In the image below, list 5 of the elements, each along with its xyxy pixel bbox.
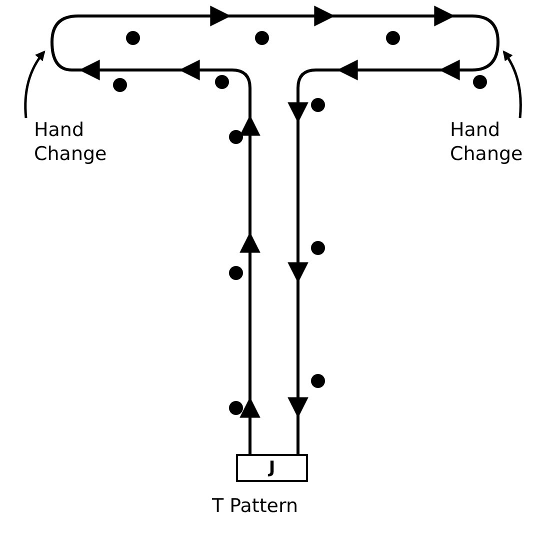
pattern-caption: T Pattern (212, 494, 298, 518)
marker-letter: J (268, 458, 276, 478)
hand-change-label: Hand Change (450, 118, 524, 166)
marker-box (236, 454, 308, 482)
hand-change-label: Hand Change (34, 118, 108, 166)
